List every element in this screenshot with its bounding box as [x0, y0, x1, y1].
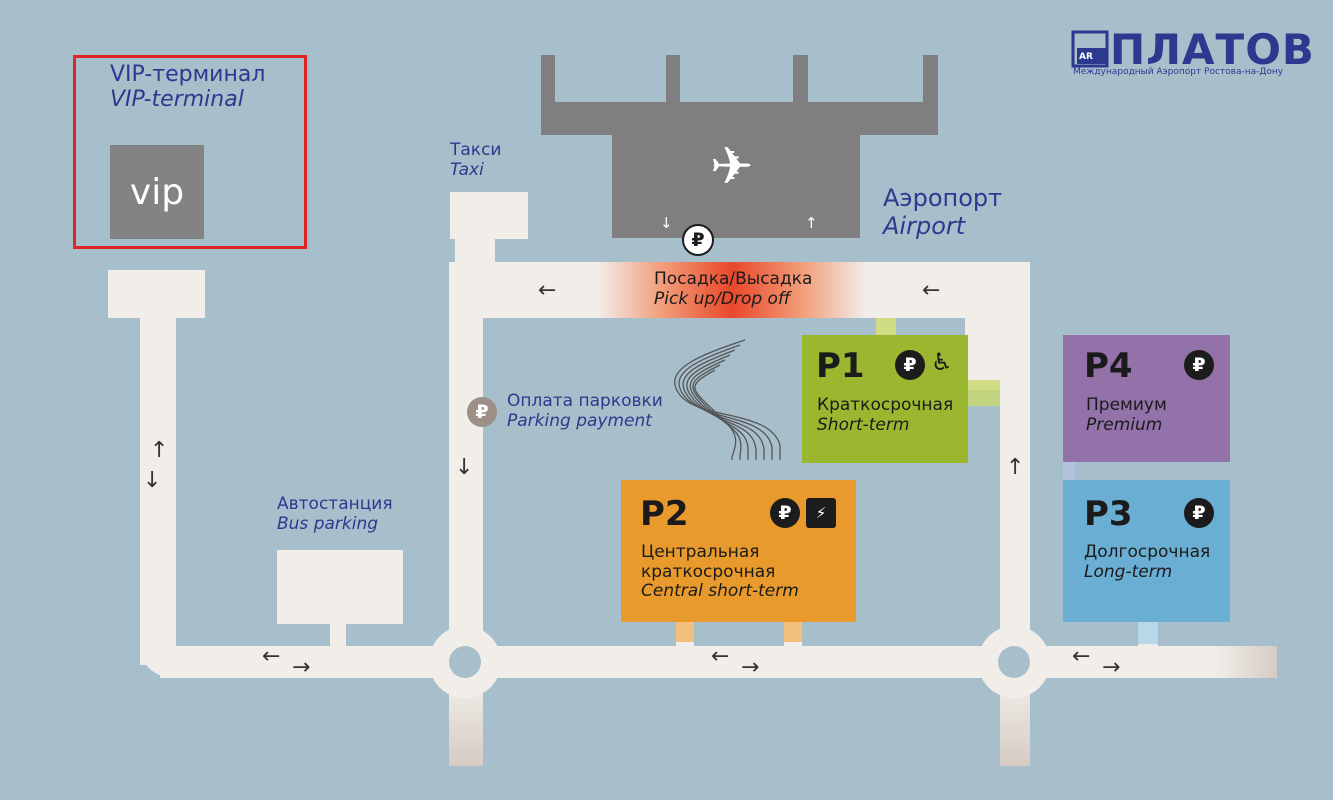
vip-terminal-highlight[interactable] [73, 55, 307, 249]
dropoff-zone [597, 262, 867, 318]
parking-p2-label: Центральная краткосрочная Central short-… [641, 542, 799, 602]
terminal-entry-arrow-icon: ↓ [660, 214, 673, 232]
road-arrow-up-icon: ↑ [1006, 455, 1025, 480]
parking-p1-code[interactable]: P1 [816, 346, 865, 386]
road-arrow-down-icon: ↓ [455, 455, 474, 480]
parking-payment-icon[interactable]: ₽ [467, 397, 497, 427]
parking-p1-label: Краткосрочная Short-term [817, 395, 954, 435]
parking-p3-code[interactable]: P3 [1084, 494, 1133, 534]
taxi-label: Такси Taxi [450, 140, 502, 180]
logo-subtitle: Международный Аэропорт Ростова-на-Дону [1073, 67, 1284, 77]
logo-mark-text: AR [1079, 52, 1093, 62]
bus-parking-label: Автостанция Bus parking [277, 494, 393, 534]
road-arrow-right-icon: → [741, 655, 760, 680]
terminal-ruble-icon: ₽ [682, 224, 714, 256]
taxi-stand[interactable] [450, 192, 528, 239]
ev-charging-icon: ⚡ [806, 498, 836, 528]
road-arrow-left-icon: ← [711, 644, 730, 669]
road-arrow-left-icon: ← [922, 278, 941, 303]
airport-terminal [541, 55, 938, 238]
logo-name: ПЛАТОВ [1110, 25, 1315, 74]
parking-payment-label: Оплата парковки Parking payment [507, 391, 663, 431]
road-arrow-right-icon: → [292, 655, 311, 680]
parking-p3-label: Долгосрочная Long-term [1084, 542, 1211, 582]
road-network [108, 236, 1277, 766]
ruble-icon: ₽ [895, 350, 925, 380]
plane-icon: ✈ [710, 137, 754, 197]
road-arrow-left-icon: ← [538, 278, 557, 303]
road-arrow-down-icon: ↓ [143, 468, 162, 493]
road-arrow-up-icon: ↑ [150, 438, 169, 463]
parking-p4-code[interactable]: P4 [1084, 346, 1133, 386]
road-arrow-left-icon: ← [262, 644, 281, 669]
parking-p1-block [802, 335, 968, 463]
parking-p2-code[interactable]: P2 [640, 494, 689, 534]
parking-p4-label: Премиум Premium [1086, 395, 1167, 435]
road-arrow-left-icon: ← [1072, 644, 1091, 669]
ruble-icon: ₽ [1184, 350, 1214, 380]
road-arrow-right-icon: → [1102, 655, 1121, 680]
decorative-wave [674, 339, 781, 460]
terminal-exit-arrow-icon: ↑ [805, 214, 818, 232]
ruble-icon: ₽ [1184, 498, 1214, 528]
vip-terminal-label: VIP-терминал VIP-terminal [110, 62, 266, 113]
vip-badge[interactable]: vip [110, 145, 204, 239]
dropoff-label: Посадка/Высадка Pick up/Drop off [654, 269, 813, 309]
airport-label: Аэропорт Airport [883, 184, 1003, 240]
wheelchair-icon: ♿ [931, 348, 953, 376]
ruble-icon: ₽ [770, 498, 800, 528]
logo-mark-icon [1071, 30, 1109, 68]
bus-parking-area[interactable] [277, 550, 403, 624]
